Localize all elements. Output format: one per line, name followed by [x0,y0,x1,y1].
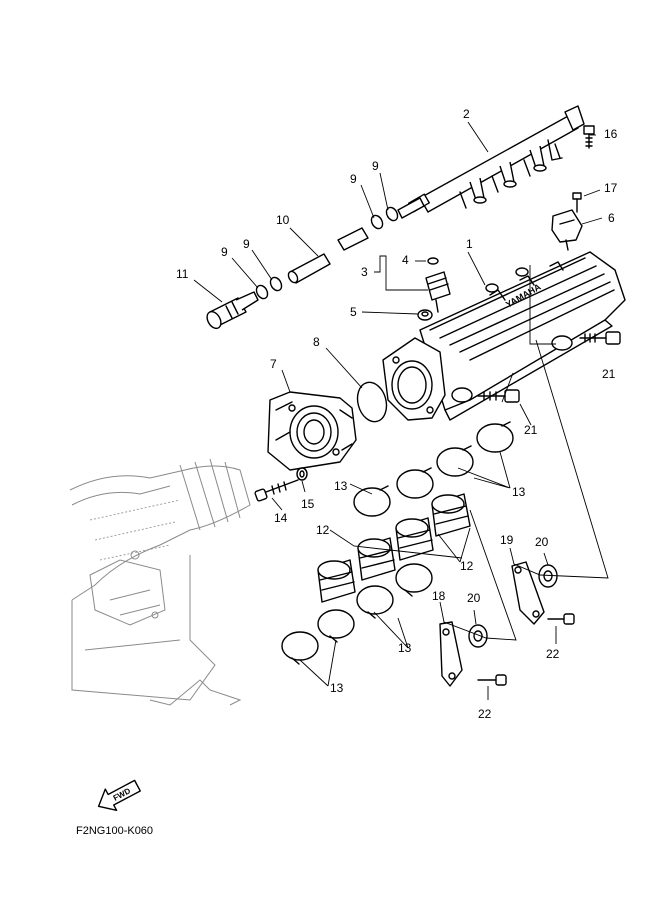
bolt-21[interactable] [477,331,621,403]
callout-3: 3 [361,265,368,279]
sensor-6[interactable] [551,209,583,251]
callout-13-b: 13 [512,485,526,499]
bolt-14[interactable] [254,479,299,502]
fitting-11[interactable] [204,291,259,331]
callout-1: 1 [466,237,473,251]
callout-21-a: 21 [602,367,616,381]
callout-20-a: 20 [535,535,549,549]
bolt-16[interactable] [583,125,595,149]
washer-15[interactable] [296,467,308,481]
callout-7: 7 [270,357,277,371]
plate-19[interactable] [511,561,545,625]
callout-22-a: 22 [546,647,560,661]
callout-12-b: 12 [460,559,474,573]
hose-clamps-9[interactable] [254,197,425,301]
callout-9-a: 9 [221,245,228,259]
fuel-rail[interactable] [408,105,585,213]
callout-22-b: 22 [478,707,492,721]
callout-13-c: 13 [398,641,412,655]
callout-20-b: 20 [467,591,481,605]
callout-2: 2 [463,107,470,121]
callout-17: 17 [604,181,618,195]
callout-10: 10 [276,213,290,227]
grommet-20[interactable] [468,564,558,648]
callout-13-a: 13 [334,479,348,493]
callout-9-d: 9 [372,159,379,173]
callout-labels: 1 2 3 4 5 6 7 8 9 9 9 9 10 11 12 12 13 1… [176,107,618,721]
background-intake-hose-ghost [69,458,251,706]
joints-12[interactable] [317,493,471,603]
callout-12-a: 12 [316,523,330,537]
diagram-code: F2NG100-K060 [76,825,153,837]
callout-18: 18 [432,589,446,603]
fwd-arrow: FWD [97,779,141,812]
throttle-body-7[interactable] [267,391,357,471]
band-clamps-13[interactable] [281,421,514,665]
o-ring-4[interactable] [427,257,439,265]
bolt-22[interactable] [477,613,575,686]
seal-5[interactable] [417,309,433,321]
callout-9-c: 9 [350,172,357,186]
callout-14: 14 [274,511,288,525]
callout-16: 16 [604,127,618,141]
callout-19: 19 [500,533,514,547]
intake-manifold[interactable]: YAMAHA [382,251,626,421]
o-ring-8[interactable] [353,379,390,425]
callout-8: 8 [313,335,320,349]
callout-4: 4 [402,253,409,267]
callout-5: 5 [350,305,357,319]
callout-11: 11 [176,267,189,281]
callout-6: 6 [608,211,615,225]
leader-lines [193,121,609,700]
callout-13-d: 13 [330,681,344,695]
callout-9-b: 9 [243,237,250,251]
callout-15: 15 [301,497,315,511]
plate-18[interactable] [439,621,463,687]
fuel-hose-10[interactable] [287,227,369,284]
screw-17[interactable] [572,192,582,213]
injector-3[interactable] [425,271,451,313]
callout-21-b: 21 [524,423,538,437]
